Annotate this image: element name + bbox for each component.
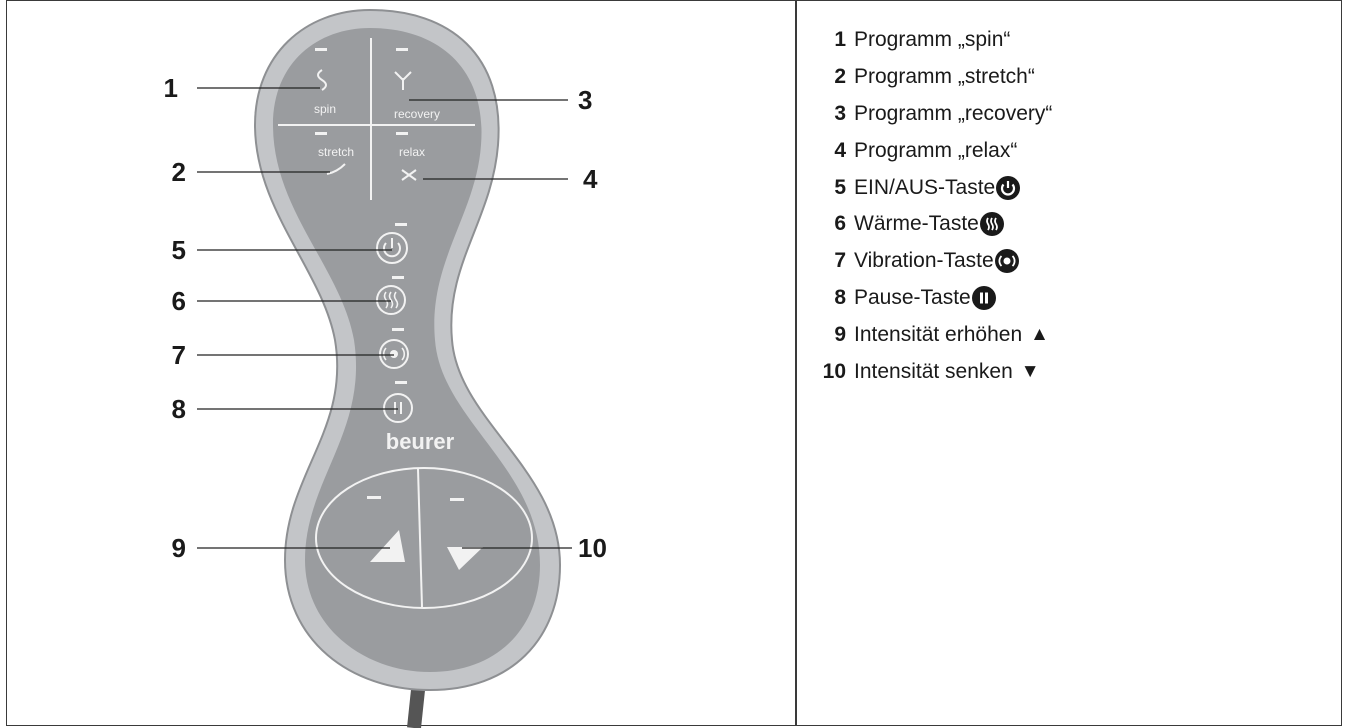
power-icon <box>383 238 401 258</box>
legend-item: 10 Intensität senken ▼ <box>818 353 1052 390</box>
legend-text: Intensität erhöhen <box>854 322 1023 346</box>
legend-item: 8 Pause-Taste <box>818 280 1052 317</box>
legend-text: Programm „stretch“ <box>854 65 1035 89</box>
relax-label: relax <box>399 145 425 159</box>
stretch-icon <box>326 163 346 175</box>
triangle-down-icon <box>447 547 483 570</box>
legend-list: 1 Programm „spin“ 2 Programm „stretch“ 3… <box>818 22 1053 390</box>
legend-number: 7 <box>834 249 846 273</box>
legend-text: Pause-Taste <box>854 285 971 309</box>
legend-text: Vibration-Taste <box>854 249 994 273</box>
recovery-button[interactable]: recovery <box>394 48 440 121</box>
triangle-down-icon: ▼ <box>1020 360 1040 382</box>
legend-item: 5 EIN/AUS-Taste <box>818 169 1052 206</box>
legend-number: 8 <box>834 285 846 309</box>
intensity-block <box>315 467 533 609</box>
legend-item: 4 Programm „relax“ <box>818 132 1052 169</box>
callout-number-1: 1 <box>164 73 178 103</box>
figure-frame <box>6 0 1342 726</box>
brand-logo: beurer <box>386 429 455 454</box>
legend-text: Programm „spin“ <box>854 28 1011 52</box>
callout-number-4: 4 <box>583 164 598 194</box>
callout-number-10: 10 <box>578 533 607 563</box>
legend-item: 7 Vibration-Taste <box>818 243 1052 280</box>
remote-control-diagram: spin recovery stretch relax beurer <box>164 8 607 728</box>
legend-item: 2 Programm „stretch“ <box>818 59 1052 96</box>
spin-label: spin <box>314 102 336 116</box>
column-divider <box>795 0 797 726</box>
vibration-icon <box>390 350 398 358</box>
stretch-label: stretch <box>318 145 354 159</box>
triangle-up-icon: ▲ <box>1030 323 1049 345</box>
legend-number: 9 <box>834 322 846 346</box>
legend-text: EIN/AUS-Taste <box>854 175 996 199</box>
legend-item: 3 Programm „recovery“ <box>818 96 1052 133</box>
power-icon <box>996 175 1021 200</box>
legend-text: Intensität senken <box>854 359 1013 383</box>
legend-item: 1 Programm „spin“ <box>818 22 1052 59</box>
callout-number-8: 8 <box>172 394 186 424</box>
legend-text: Programm „recovery“ <box>854 101 1053 125</box>
pause-button[interactable] <box>383 381 413 423</box>
legend-number: 2 <box>834 65 846 89</box>
triangle-up-icon <box>370 530 405 562</box>
legend-text: Wärme-Taste <box>854 212 979 236</box>
callout-number-3: 3 <box>578 85 592 115</box>
legend-number: 1 <box>834 28 846 52</box>
relax-icon <box>401 169 417 181</box>
heat-icon <box>383 291 399 309</box>
power-button[interactable] <box>376 223 408 264</box>
legend-item: 9 Intensität erhöhen ▲ <box>818 316 1052 353</box>
stretch-button[interactable]: stretch <box>315 132 354 175</box>
vibration-button[interactable] <box>379 328 409 369</box>
callout-number-9: 9 <box>172 533 186 563</box>
legend-number: 5 <box>834 175 846 199</box>
callout-number-2: 2 <box>172 157 186 187</box>
spin-button[interactable]: spin <box>314 48 336 116</box>
legend-number: 3 <box>834 101 846 125</box>
callout-number-5: 5 <box>172 235 186 265</box>
vibration-icon <box>994 249 1019 274</box>
recovery-icon <box>394 71 412 90</box>
intensity-down-button[interactable] <box>447 498 483 570</box>
callout-number-7: 7 <box>172 340 186 370</box>
callout-number-6: 6 <box>172 286 186 316</box>
spin-icon <box>317 69 327 91</box>
heat-icon <box>979 212 1004 237</box>
heat-button[interactable] <box>376 276 406 315</box>
pause-icon <box>971 285 996 310</box>
pause-icon <box>394 402 402 414</box>
legend-item: 6 Wärme-Taste <box>818 206 1052 243</box>
legend-number: 4 <box>834 138 846 162</box>
legend-number: 10 <box>822 359 846 383</box>
legend-text: Programm „relax“ <box>854 138 1018 162</box>
program-block <box>278 38 475 200</box>
legend-number: 6 <box>834 212 846 236</box>
cable <box>407 689 425 728</box>
recovery-label: recovery <box>394 107 440 121</box>
relax-button[interactable]: relax <box>396 132 425 181</box>
intensity-up-button[interactable] <box>367 496 405 562</box>
